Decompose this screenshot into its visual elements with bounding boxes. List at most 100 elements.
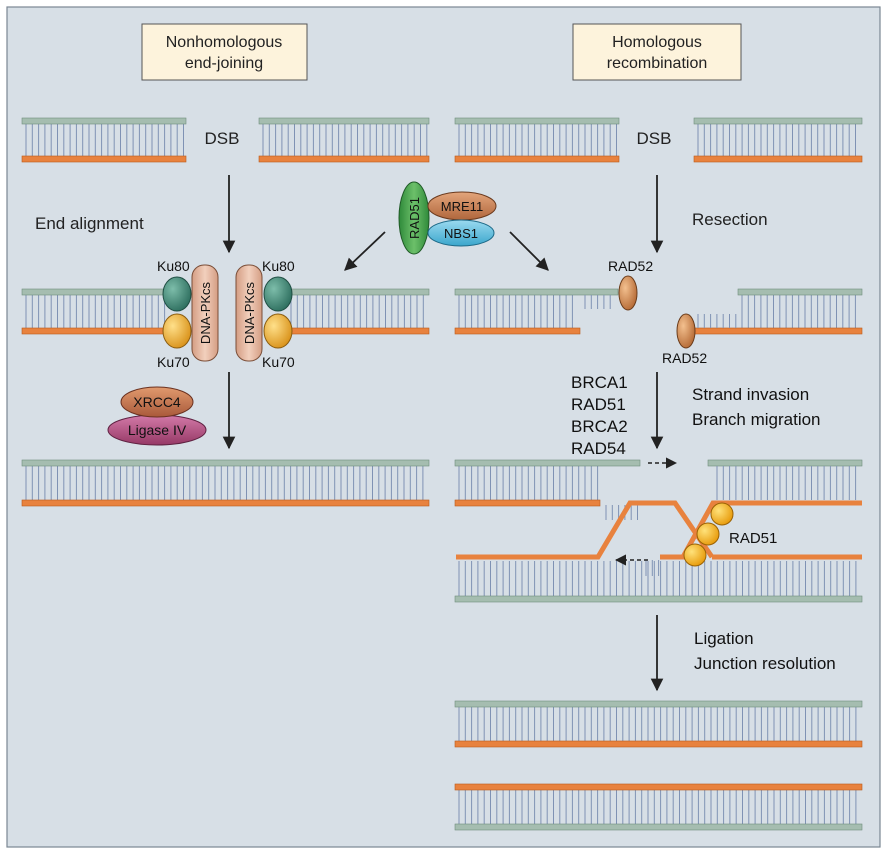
- hr-dsb-right-bottom-strand: [693, 155, 863, 163]
- nhej-title-line2: end-joining: [185, 55, 263, 72]
- hr-product-1-bottom-strand: [454, 740, 863, 748]
- ku70-right-label: Ku70: [262, 354, 295, 370]
- hr-resected-left-top-strand: [454, 288, 619, 296]
- mre11-label: MRE11: [441, 199, 483, 214]
- rad51-filament: [683, 502, 734, 567]
- rad51-ball: [696, 522, 720, 546]
- hr-resected-right-top-strand: [737, 288, 863, 296]
- nhej-aligned-left-top-strand: [21, 288, 169, 296]
- dna-pkcs-left: [191, 264, 219, 362]
- hr-dsb-left-top-strand: [454, 117, 620, 125]
- rad52-label-bottom: RAD52: [662, 350, 707, 366]
- hr-title-line2: recombination: [607, 55, 708, 72]
- dsb-label-right: DSB: [637, 129, 672, 148]
- hr-factor-list: BRCA1 RAD51 BRCA2 RAD54: [571, 373, 628, 458]
- base-pair-rungs: [458, 466, 599, 500]
- end-alignment-label: End alignment: [35, 214, 144, 233]
- nhej-end-complex: DNA-PKcs DNA-PKcs Ku80 Ku70 Ku80 Ku70: [157, 258, 295, 370]
- ku70-right: [263, 313, 293, 349]
- hr-title-line1: Homologous: [612, 34, 702, 51]
- ku70-left-label: Ku70: [157, 354, 190, 370]
- dna-pkcs-right: [235, 264, 263, 362]
- hr-invasion-left-bottom-strand: [454, 499, 601, 507]
- single-strand-overhang-rungs: [584, 295, 611, 309]
- hr-resected-right-bottom-strand: [693, 327, 863, 335]
- strand-invasion-label: Strand invasion: [692, 385, 809, 404]
- base-pair-rungs: [697, 124, 856, 156]
- junction-resolution-label: Junction resolution: [694, 654, 836, 673]
- base-pair-rungs: [458, 124, 617, 156]
- ku80-right-label: Ku80: [262, 258, 295, 274]
- nhej-aligned-right-top-strand: [286, 288, 430, 296]
- ku70-left: [162, 313, 192, 349]
- nhej-aligned-right-bottom-strand: [286, 327, 430, 335]
- ligation-label: Ligation: [694, 629, 754, 648]
- base-pair-rungs: [290, 295, 424, 328]
- xrcc4-protein: [120, 386, 194, 418]
- rad51-junction-label: RAD51: [729, 530, 777, 547]
- ku80-left: [162, 276, 192, 312]
- rad52-label-top: RAD52: [608, 258, 653, 274]
- base-pair-rungs: [25, 466, 424, 500]
- dna-pkcs-right-label: DNA-PKcs: [242, 281, 257, 344]
- base-pair-rungs: [458, 707, 857, 741]
- resection-label: Resection: [692, 210, 768, 229]
- xrcc4-label: XRCC4: [133, 394, 181, 410]
- base-pair-rungs: [458, 295, 573, 328]
- nhej-dsb-right-bottom-strand: [258, 155, 430, 163]
- arrow-mrn-left: [344, 231, 386, 271]
- ku80-right: [263, 276, 293, 312]
- nhej-dsb-right-top-strand: [258, 117, 430, 125]
- ligation-complex: Ligase IV XRCC4: [107, 386, 207, 446]
- rad52-protein-bottom: [676, 313, 696, 349]
- base-pair-rungs: [458, 790, 857, 824]
- hr-invasion-right-top-strand: [707, 459, 863, 467]
- nhej-repaired-bottom-strand: [21, 499, 430, 507]
- dna-strands: [21, 117, 863, 831]
- base-pair-rungs: [741, 295, 856, 328]
- ligase-iv-label: Ligase IV: [128, 422, 187, 438]
- single-strand-overhang-rungs: [697, 314, 737, 328]
- hr-factor-rad54: RAD54: [571, 439, 626, 458]
- hr-dsb-left-bottom-strand: [454, 155, 620, 163]
- hr-product-2-bottom-strand: [454, 823, 863, 831]
- gap-rungs: [605, 505, 660, 576]
- arrow-mrn-right: [509, 231, 549, 271]
- ku80-left-label: Ku80: [157, 258, 190, 274]
- hr-product-2-top-strand: [454, 783, 863, 791]
- rad51-protein-label: RAD51: [407, 197, 422, 239]
- nhej-title-line1: Nonhomologous: [166, 34, 283, 51]
- base-pair-rungs: [25, 295, 166, 328]
- nbs1-label: NBS1: [444, 226, 478, 241]
- nhej-dsb-left-bottom-strand: [21, 155, 187, 163]
- base-pair-rungs: [25, 124, 184, 156]
- base-pair-rungs: [716, 466, 857, 500]
- hr-factor-rad51: RAD51: [571, 395, 626, 414]
- hr-invasion-left-top-strand: [454, 459, 641, 467]
- hr-template-bottom-strand: [454, 595, 863, 603]
- nhej-title-box: Nonhomologous end-joining: [141, 23, 308, 81]
- nbs1-protein: [427, 219, 495, 247]
- branch-migration-label: Branch migration: [692, 410, 821, 429]
- rad51-protein: [398, 181, 430, 255]
- arrows: [222, 175, 678, 692]
- base-pair-rungs: [262, 124, 428, 156]
- hr-dsb-right-top-strand: [693, 117, 863, 125]
- dsb-label-left: DSB: [205, 129, 240, 148]
- rad52-proteins: RAD52 RAD52: [608, 258, 707, 366]
- hr-title-box: Homologous recombination: [572, 23, 742, 81]
- base-pair-rungs: [458, 561, 857, 596]
- nhej-aligned-left-bottom-strand: [21, 327, 169, 335]
- nhej-repaired-top-strand: [21, 459, 430, 467]
- hr-resected-left-bottom-strand: [454, 327, 581, 335]
- rad52-protein-top: [618, 275, 638, 311]
- nhej-dsb-left-top-strand: [21, 117, 187, 125]
- hr-factor-brca2: BRCA2: [571, 417, 628, 436]
- rad51-ball: [683, 543, 707, 567]
- mrn-complex: RAD51 MRE11 NBS1: [398, 181, 497, 255]
- hr-factor-brca1: BRCA1: [571, 373, 628, 392]
- invading-strand-left: [456, 500, 715, 560]
- rad51-ball: [710, 502, 734, 526]
- hr-product-1-top-strand: [454, 700, 863, 708]
